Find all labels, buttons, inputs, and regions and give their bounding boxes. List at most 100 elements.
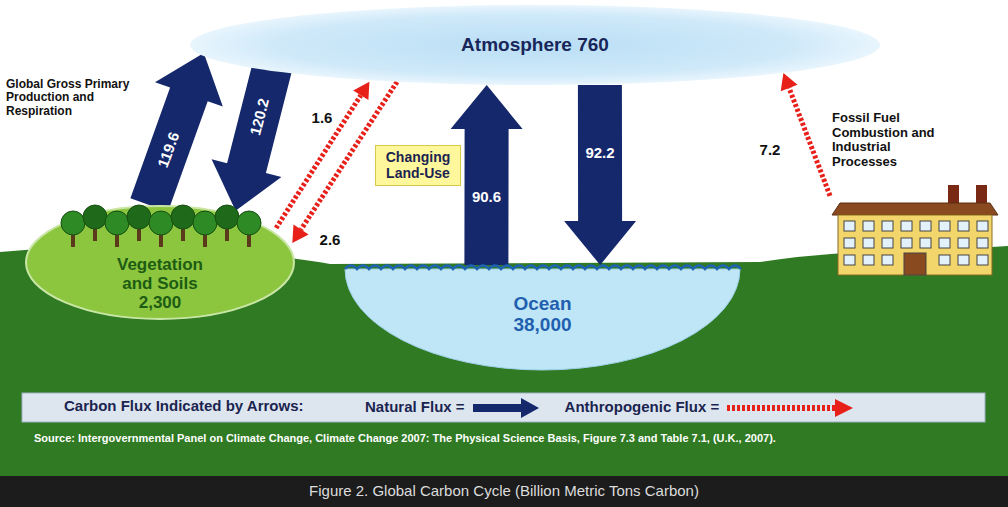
window <box>844 221 855 231</box>
annotation-label: Carbon Flux Indicated by Arrows: <box>64 398 303 415</box>
cloud-node: Atmosphere 760 <box>190 5 880 85</box>
window <box>977 255 988 265</box>
window <box>882 221 893 231</box>
window <box>939 238 950 248</box>
window <box>958 221 969 231</box>
legend-swatch <box>725 397 855 419</box>
tree-trunk <box>181 229 185 241</box>
window <box>844 238 855 248</box>
arrow-body <box>564 85 636 265</box>
flux-value: 90.6 <box>472 189 501 206</box>
natural-arrow-sample <box>473 398 539 418</box>
tree-trunk <box>115 235 119 247</box>
window <box>939 255 950 265</box>
arrow-head <box>292 225 308 243</box>
text-box: Changing Land-Use <box>375 145 461 186</box>
legend-text: Natural Flux = <box>365 399 465 416</box>
anthropogenic-arrow-sample <box>727 405 837 411</box>
node-outline <box>830 185 1000 275</box>
legend: Natural Flux = Anthropogenic Flux = <box>365 393 879 422</box>
tree-crown <box>127 205 151 229</box>
natural-flux-arrow <box>212 60 293 211</box>
window <box>863 238 874 248</box>
bowl-node: Ocean38,000 <box>345 265 740 370</box>
annotation-label: Global Gross Primary Production and Resp… <box>6 78 141 118</box>
window <box>958 238 969 248</box>
natural-flux-arrow <box>451 85 523 265</box>
dashed-shaft <box>276 95 361 228</box>
tree-crown <box>83 205 107 229</box>
anthropogenic-flux-arrow <box>276 82 369 228</box>
window <box>920 238 931 248</box>
arrow-body <box>451 85 523 265</box>
flux-value: 119.6 <box>155 130 183 170</box>
building-body <box>838 215 992 275</box>
tree-crown <box>105 211 129 235</box>
node-title: Changing Land-Use <box>383 150 453 181</box>
flux-label-wrap: 119.6 <box>155 130 183 170</box>
window <box>863 221 874 231</box>
tree-trunk <box>203 235 207 247</box>
roof <box>832 203 998 215</box>
node-title: Vegetation and Soils <box>100 255 220 293</box>
flux-value: 120.2 <box>247 96 273 137</box>
node-title: Fossil Fuel Combustion and Industrial Pr… <box>832 111 944 169</box>
arrow-head <box>353 82 369 100</box>
natural-flux-arrow <box>130 53 222 212</box>
tree-crown <box>215 205 239 229</box>
anthropogenic-arrow-head <box>835 399 853 417</box>
flux-value: 92.2 <box>585 145 614 162</box>
node-title: Ocean <box>513 293 571 314</box>
flux-label-wrap: 90.6 <box>472 189 501 206</box>
tree-crown <box>171 205 195 229</box>
label-wrap: Carbon Flux Indicated by Arrows: <box>64 398 303 415</box>
vegetation-ellipse <box>26 206 294 319</box>
label-wrap: Global Gross Primary Production and Resp… <box>6 78 141 118</box>
tree-crown <box>149 211 173 235</box>
flux-value: 7.2 <box>760 142 781 159</box>
legend-text: Anthropogenic Flux = <box>565 399 720 416</box>
window <box>863 255 874 265</box>
label-wrap: Source: Intergovernmental Panel on Clima… <box>34 431 979 445</box>
arrow-body <box>130 53 222 212</box>
dashed-shaft <box>789 88 830 196</box>
atmosphere-cloud <box>190 5 880 85</box>
flux-label-wrap: 92.2 <box>585 145 614 162</box>
node-value: 38,000 <box>513 314 571 335</box>
caption-wrap: Figure 2. Global Carbon Cycle (Billion M… <box>0 476 1008 507</box>
tree-trunk <box>247 235 251 247</box>
window <box>977 238 988 248</box>
window <box>901 221 912 231</box>
tree-trunk <box>225 229 229 241</box>
annotation-label: Source: Intergovernmental Panel on Clima… <box>34 431 979 445</box>
window <box>882 238 893 248</box>
legend-swatch <box>471 397 541 419</box>
tree-crown <box>61 211 85 235</box>
flux-label-wrap: 1.6 <box>312 110 333 127</box>
flux-value: 1.6 <box>312 110 333 127</box>
node-value: 2,300 <box>139 293 182 312</box>
window <box>920 221 931 231</box>
natural-flux-arrow <box>564 85 636 265</box>
arrow-head <box>781 73 798 91</box>
flux-label-wrap: 2.6 <box>320 232 341 249</box>
tree-crown <box>237 211 261 235</box>
window <box>977 221 988 231</box>
window <box>901 238 912 248</box>
flux-value: 2.6 <box>320 232 341 249</box>
flux-label-wrap: 120.2 <box>247 96 273 137</box>
tree-trunk <box>71 235 75 247</box>
window <box>882 255 893 265</box>
figure-caption: Figure 2. Global Carbon Cycle (Billion M… <box>309 483 699 500</box>
window <box>844 255 855 265</box>
door <box>904 253 926 275</box>
window <box>939 221 950 231</box>
ocean-basin <box>345 269 740 370</box>
tree-trunk <box>93 229 97 241</box>
caption-bar <box>0 476 1008 507</box>
tree-trunk <box>137 229 141 241</box>
tree-trunk <box>159 235 163 247</box>
tree-crown <box>193 211 217 235</box>
